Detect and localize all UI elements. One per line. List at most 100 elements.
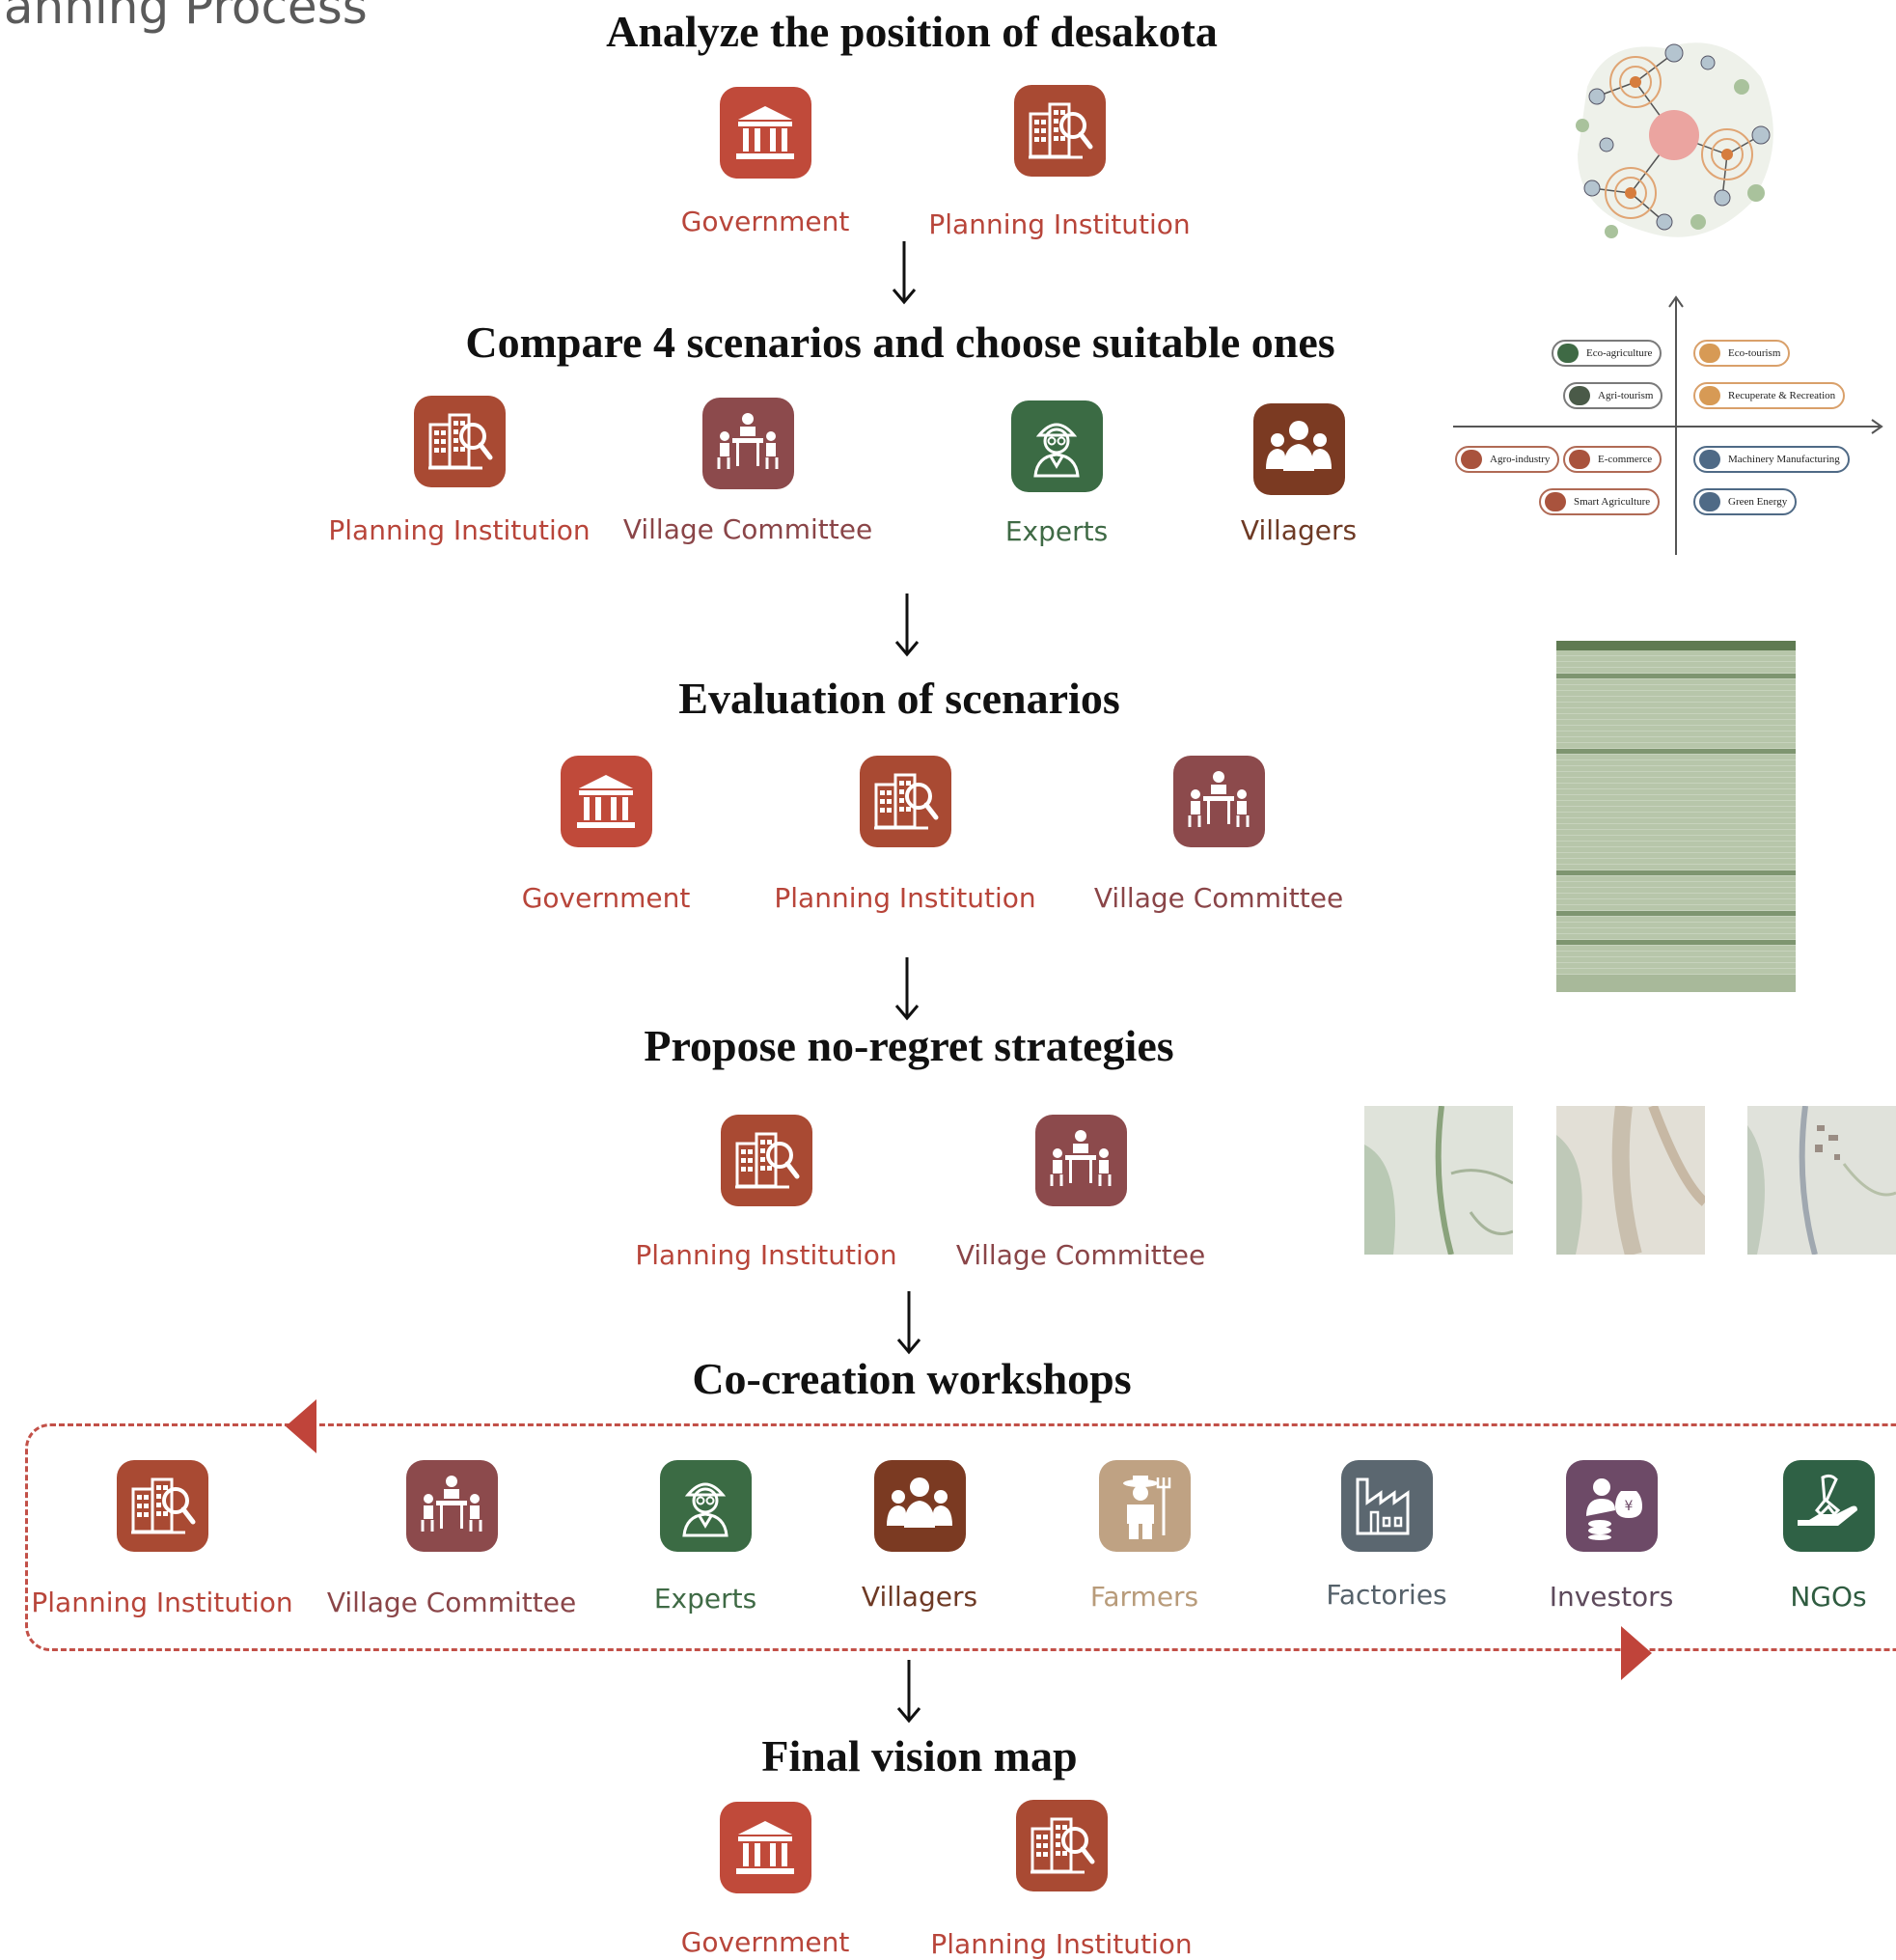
table-row: [1556, 789, 1796, 795]
table-row: [1556, 760, 1796, 766]
step-title-co-creation: Co-creation workshops: [692, 1354, 1132, 1403]
actor-label: Government: [521, 882, 691, 914]
table-row: [1556, 703, 1796, 708]
table-row: [1556, 801, 1796, 807]
actor-village-committee: Village Committee: [603, 398, 893, 545]
table-row: [1556, 674, 1796, 679]
table-row: [1556, 708, 1796, 714]
actor-planning-institution: Planning Institution: [915, 85, 1204, 240]
actor-investors: Investors: [1467, 1460, 1756, 1613]
table-row: [1556, 679, 1796, 685]
table-header-row: [1556, 641, 1796, 650]
scenario-pill: Agri-tourism: [1563, 382, 1663, 409]
actor-planning-institution: Planning Institution: [621, 1115, 911, 1271]
meeting-table-icon: [417, 1472, 486, 1541]
table-row: [1556, 865, 1796, 870]
strategy-map-thumbnail-2: [1556, 1106, 1705, 1255]
table-row: [1556, 807, 1796, 813]
actor-label: Government: [680, 1926, 850, 1958]
table-row: [1556, 818, 1796, 824]
table-row: [1556, 882, 1796, 888]
step-title-final-vision: Final vision map: [761, 1731, 1078, 1781]
actor-label: Planning Institution: [31, 1587, 293, 1618]
table-row: [1556, 656, 1796, 662]
table-row: [1556, 691, 1796, 697]
table-row: [1556, 766, 1796, 772]
actor-label: Experts: [653, 1583, 757, 1615]
table-row: [1556, 743, 1796, 749]
strategy-map-thumbnail-1: [1364, 1106, 1513, 1255]
table-row: [1556, 969, 1796, 975]
actor-label: Village Committee: [326, 1587, 577, 1618]
table-row: [1556, 650, 1796, 656]
step-title-evaluation: Evaluation of scenarios: [678, 674, 1120, 723]
eco-agriculture-icon: [1557, 344, 1579, 363]
down-arrow-icon: [892, 241, 917, 305]
office-building-magnifier-icon: [1027, 1811, 1096, 1881]
table-row: [1556, 813, 1796, 818]
government-building-icon: [730, 1813, 800, 1883]
actor-label: Planning Institution: [928, 208, 1191, 240]
scenario-pill: Recuperate & Recreation: [1693, 382, 1846, 409]
table-row: [1556, 737, 1796, 743]
smart-agriculture-icon: [1545, 492, 1566, 511]
actor-label: Villagers: [861, 1581, 978, 1613]
machinery-manufacturing-icon: [1699, 450, 1720, 469]
investor-money-icon: [1577, 1472, 1646, 1541]
actor-label: Experts: [1004, 515, 1109, 547]
loop-arrow-left-icon: [286, 1399, 316, 1453]
meeting-table-icon: [713, 409, 783, 479]
scenario-pill: Green Energy: [1693, 488, 1798, 515]
scenario-pill: E-commerce: [1563, 446, 1662, 473]
step-title-analyze: Analyze the position of desakota: [606, 7, 1218, 56]
actor-planning-institution: Planning Institution: [315, 396, 604, 546]
actor-factories: Factories: [1242, 1460, 1531, 1611]
actor-experts: Experts: [912, 400, 1201, 547]
office-building-magnifier-icon: [870, 767, 940, 837]
actor-government: Government: [620, 1802, 910, 1958]
ribbon-hand-icon: [1794, 1472, 1863, 1541]
table-row: [1556, 726, 1796, 732]
office-building-magnifier-icon: [731, 1126, 801, 1196]
actor-villagers: Villagers: [775, 1460, 1064, 1613]
actor-label: Planning Institution: [328, 514, 591, 546]
down-arrow-icon: [894, 594, 920, 657]
expert-person-icon: [671, 1472, 740, 1541]
table-row: [1556, 946, 1796, 952]
table-row: [1556, 917, 1796, 923]
eco-tourism-icon: [1699, 344, 1720, 363]
table-row: [1556, 668, 1796, 674]
scenario-pill: Agro-industry: [1455, 446, 1560, 473]
table-row: [1556, 940, 1796, 946]
e-commerce-icon: [1569, 450, 1590, 469]
office-building-magnifier-icon: [425, 407, 494, 477]
factory-icon: [1352, 1472, 1421, 1541]
table-row: [1556, 928, 1796, 934]
actor-label: Village Committee: [1093, 882, 1344, 914]
table-row: [1556, 870, 1796, 876]
table-row: [1556, 894, 1796, 899]
table-row: [1556, 720, 1796, 726]
table-row: [1556, 830, 1796, 836]
table-row: [1556, 905, 1796, 911]
office-building-magnifier-icon: [1025, 97, 1094, 166]
actor-village-committee: Village Committee: [1074, 756, 1363, 914]
table-row: [1556, 755, 1796, 760]
actor-ngos: NGOs: [1684, 1460, 1896, 1613]
table-row: [1556, 888, 1796, 894]
actor-planning-institution: Planning Institution: [17, 1460, 307, 1618]
table-row: [1556, 732, 1796, 737]
meeting-table-icon: [1184, 767, 1253, 837]
actor-label: Investors: [1549, 1581, 1674, 1613]
actor-government: Government: [620, 87, 910, 237]
actor-label: Planning Institution: [635, 1239, 897, 1271]
recuperate-recreation-icon: [1699, 386, 1720, 405]
table-row: [1556, 963, 1796, 969]
desakota-network-illustration: [1576, 42, 1773, 238]
feedback-loop-border: [25, 1423, 1896, 1651]
table-row: [1556, 824, 1796, 830]
down-arrow-icon: [896, 1291, 921, 1355]
table-row: [1556, 685, 1796, 691]
agri-tourism-icon: [1569, 386, 1590, 405]
table-row: [1556, 957, 1796, 963]
